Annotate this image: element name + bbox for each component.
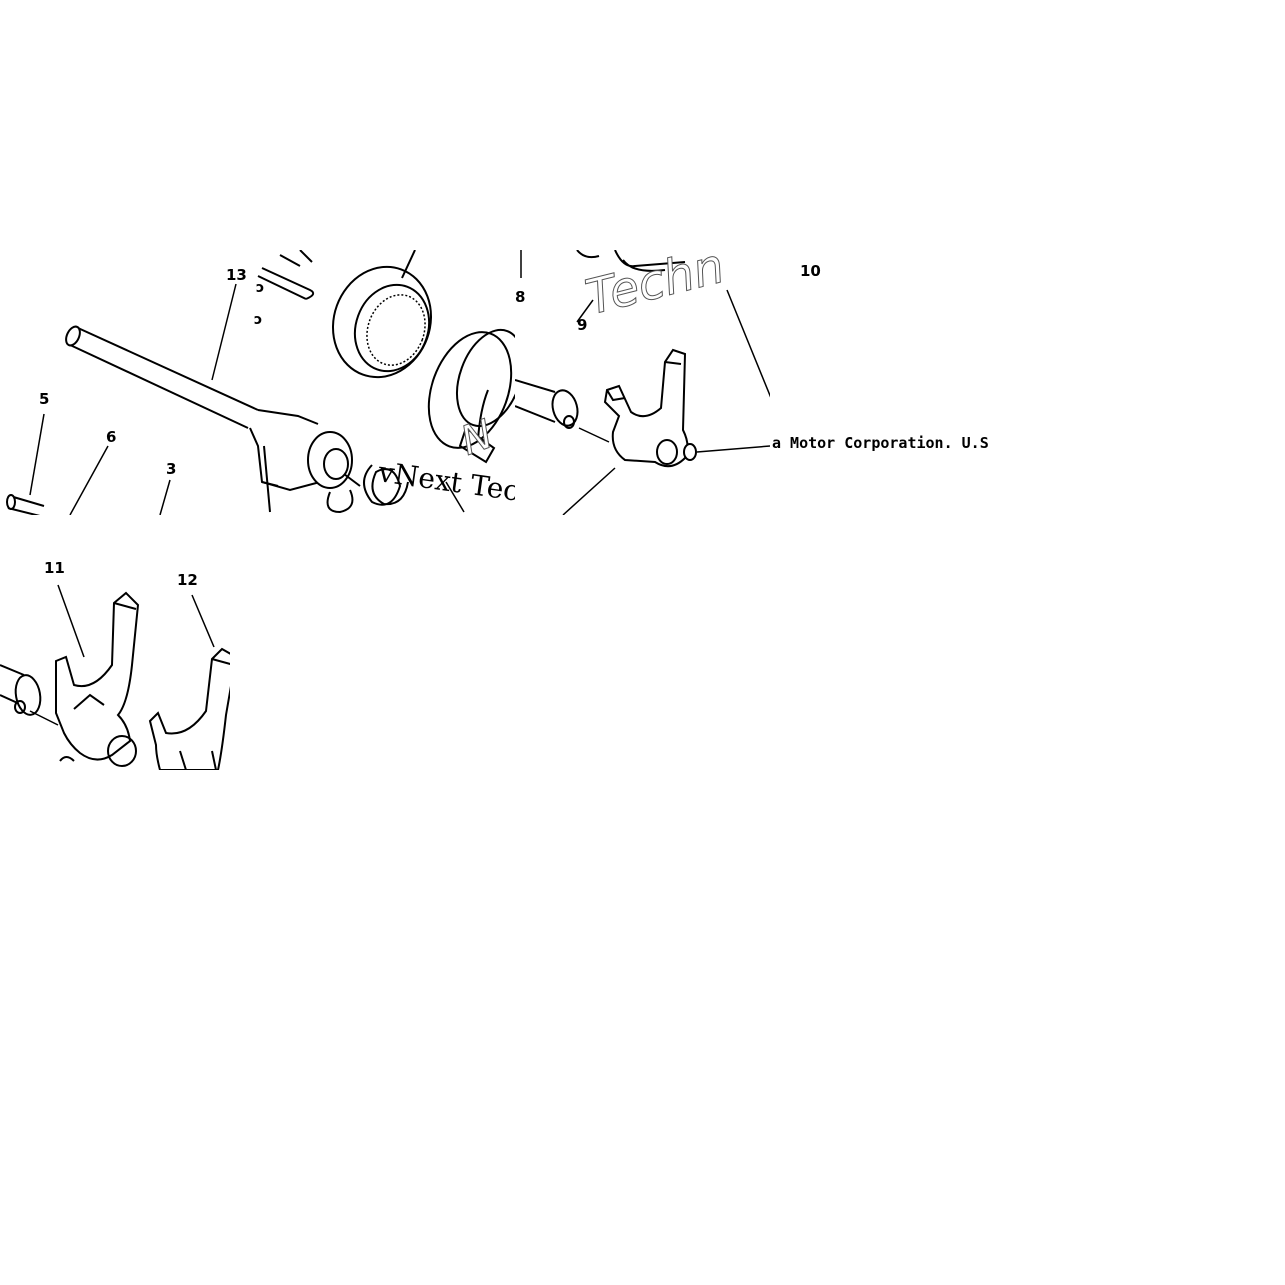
- part-label-3: 3: [166, 460, 177, 478]
- fork-pair-drawing: [0, 584, 230, 770]
- manufacturer-caption: a Motor Corporation. U.S: [772, 434, 989, 452]
- shift-shaft-drawing: [65, 325, 353, 513]
- shift-drum-drawing: [427, 328, 515, 464]
- shift-shaft-drawing: ↄ ↄ: [6, 250, 515, 515]
- shift-fork-11-drawing: [55, 591, 140, 767]
- diagram-tile-shift-shaft: ↄ ↄ: [0, 250, 515, 515]
- part-label-5: 5: [39, 390, 50, 408]
- part-label-9: 9: [577, 316, 588, 334]
- part-label-12: 12: [177, 571, 198, 589]
- needle-bearing-drawing: [331, 250, 433, 379]
- shift-fork-drawing: [515, 250, 770, 515]
- part-label-13: 13: [226, 266, 247, 284]
- part-label-10: 10: [800, 262, 821, 280]
- spring-end-drawing: [614, 250, 686, 272]
- return-spring-drawing: [326, 464, 409, 514]
- part-label-8: 8: [515, 288, 526, 306]
- partial-mark: ↄ: [256, 280, 264, 296]
- shift-fork-12-drawing: [148, 647, 230, 770]
- part-label-11: 11: [44, 559, 65, 577]
- diagram-tile-forks: 11 12: [0, 555, 230, 770]
- pin-drawing: [257, 267, 315, 300]
- partial-mark: ↄ: [254, 312, 262, 328]
- diagram-tile-shift-fork: 8 9 Techn: [515, 250, 770, 515]
- shift-fork-drawing: [603, 348, 697, 468]
- part-label-6: 6: [106, 428, 117, 446]
- pin-drawing: [7, 495, 45, 515]
